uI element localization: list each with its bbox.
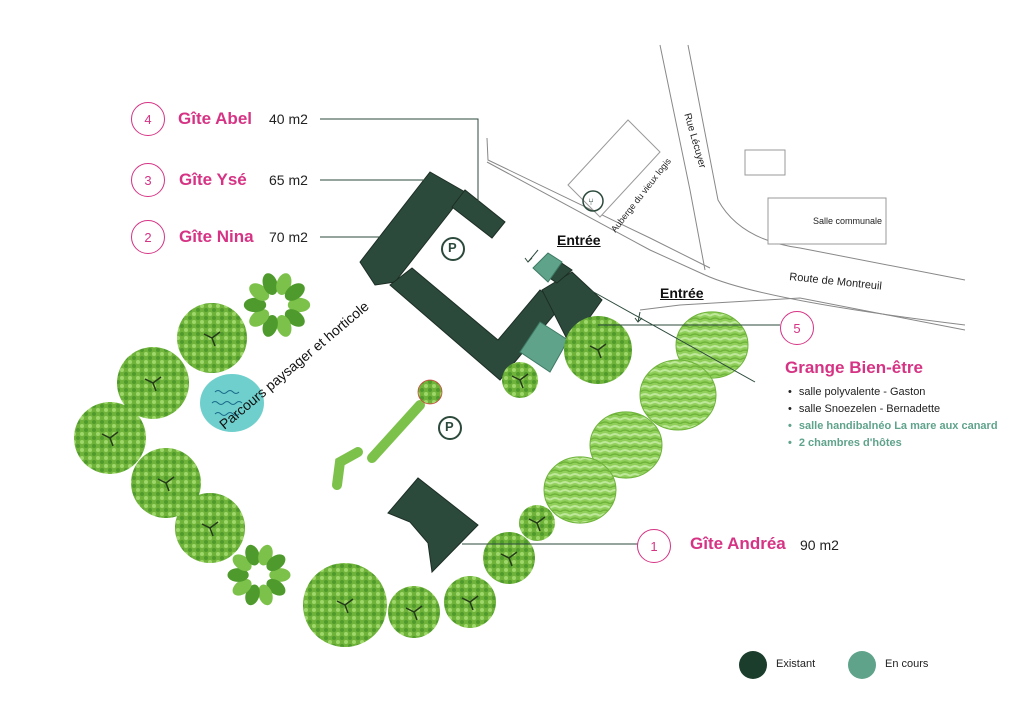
gite-nina-area: 70 m2	[269, 229, 308, 245]
leader-lines	[320, 118, 780, 545]
road-edge	[687, 44, 966, 281]
tree	[675, 311, 749, 379]
plant-leaf	[276, 315, 292, 337]
grange-title: Grange Bien-être	[785, 358, 923, 377]
parking-icon	[438, 237, 465, 440]
plant-leaf	[232, 578, 252, 596]
tree-branches	[203, 331, 221, 347]
entrance-label: Entrée	[660, 285, 704, 301]
road-edge	[639, 297, 966, 331]
plant-leaf	[284, 283, 305, 301]
grange-feature: 2 chambres d'hôtes	[788, 437, 902, 449]
parking-label: P	[448, 240, 457, 255]
main-building-l	[389, 267, 563, 381]
salle-communale-label: Salle communale	[813, 216, 883, 226]
tree	[639, 359, 717, 431]
gite-yse-area: 65 m2	[269, 172, 308, 188]
gite-nina-name: Gîte Nina	[179, 227, 254, 246]
tree-branches	[144, 376, 162, 392]
gite-yse-number: 3	[131, 163, 165, 197]
tree-branches	[528, 516, 546, 532]
tree-branches	[461, 595, 479, 611]
parking-label: P	[445, 419, 454, 434]
legend-existant-label: Existant	[776, 658, 816, 670]
tree-branches	[589, 343, 607, 359]
plant-leaf	[258, 584, 273, 606]
plant-leaf	[249, 309, 270, 327]
salle-communale-building	[767, 197, 887, 245]
gite-andrea-number: 1	[637, 529, 671, 563]
gite-abel-area: 40 m2	[269, 111, 308, 127]
neighbour-building	[744, 149, 786, 176]
entrance-label: Entrée	[557, 232, 601, 248]
plant-leaf	[245, 544, 260, 566]
grange-feature: salle Snoezelen - Bernadette	[788, 403, 940, 415]
gite-andrea-area: 90 m2	[800, 537, 839, 553]
legend-en-cours-dot	[848, 651, 876, 679]
grange-number: 5	[780, 311, 814, 345]
tree-branches	[336, 598, 354, 614]
plant-leaf	[227, 568, 249, 582]
entrance-arrow	[634, 311, 643, 323]
tree	[417, 379, 443, 405]
restaurant-icon	[582, 190, 604, 212]
plant-leaf	[287, 297, 311, 313]
gite-andrea-name: Gîte Andréa	[690, 534, 786, 553]
gite-abel-building	[451, 189, 506, 239]
leader-line-abel	[320, 118, 479, 210]
entrance-line	[589, 289, 756, 383]
grange-feature: salle handibalnéo La mare aux canard	[788, 420, 998, 432]
legend-en-cours-label: En cours	[885, 658, 929, 670]
hedge	[332, 400, 425, 490]
tree-branches	[500, 551, 518, 567]
grange-feature: salle polyvalente - Gaston	[788, 386, 926, 398]
auberge-building: ⑂	[567, 119, 661, 218]
svg-text:⑂: ⑂	[588, 197, 594, 208]
gites-buildings	[359, 171, 603, 574]
plant-leaf	[269, 568, 291, 582]
legend-existant-dot	[739, 651, 767, 679]
gite-yse-name: Gîte Ysé	[179, 170, 247, 189]
gite-abel-number: 4	[131, 102, 165, 136]
tree-branches	[405, 605, 423, 621]
road-edge	[486, 137, 711, 269]
plant-leaf	[266, 554, 286, 572]
gite-andrea-building	[387, 477, 479, 574]
pond	[200, 374, 264, 432]
pond-waves	[211, 390, 243, 416]
tree-branches	[157, 476, 175, 492]
tree-branches	[511, 373, 529, 389]
entrance-arrow	[524, 249, 539, 263]
plant-leaf	[243, 297, 267, 313]
grange-in-progress	[519, 252, 569, 373]
road-edge	[486, 161, 706, 276]
tree	[543, 456, 617, 524]
gite-nina-building	[359, 171, 466, 286]
roads	[486, 44, 966, 331]
trees	[74, 273, 749, 647]
road-edge	[704, 274, 966, 326]
gite-abel-name: Gîte Abel	[178, 109, 252, 128]
road-edge	[659, 44, 706, 271]
plant-leaf	[262, 273, 278, 295]
tree-branches	[201, 521, 219, 537]
tree-branches	[101, 431, 119, 447]
tree	[589, 411, 663, 479]
gite-nina-number: 2	[131, 220, 165, 254]
